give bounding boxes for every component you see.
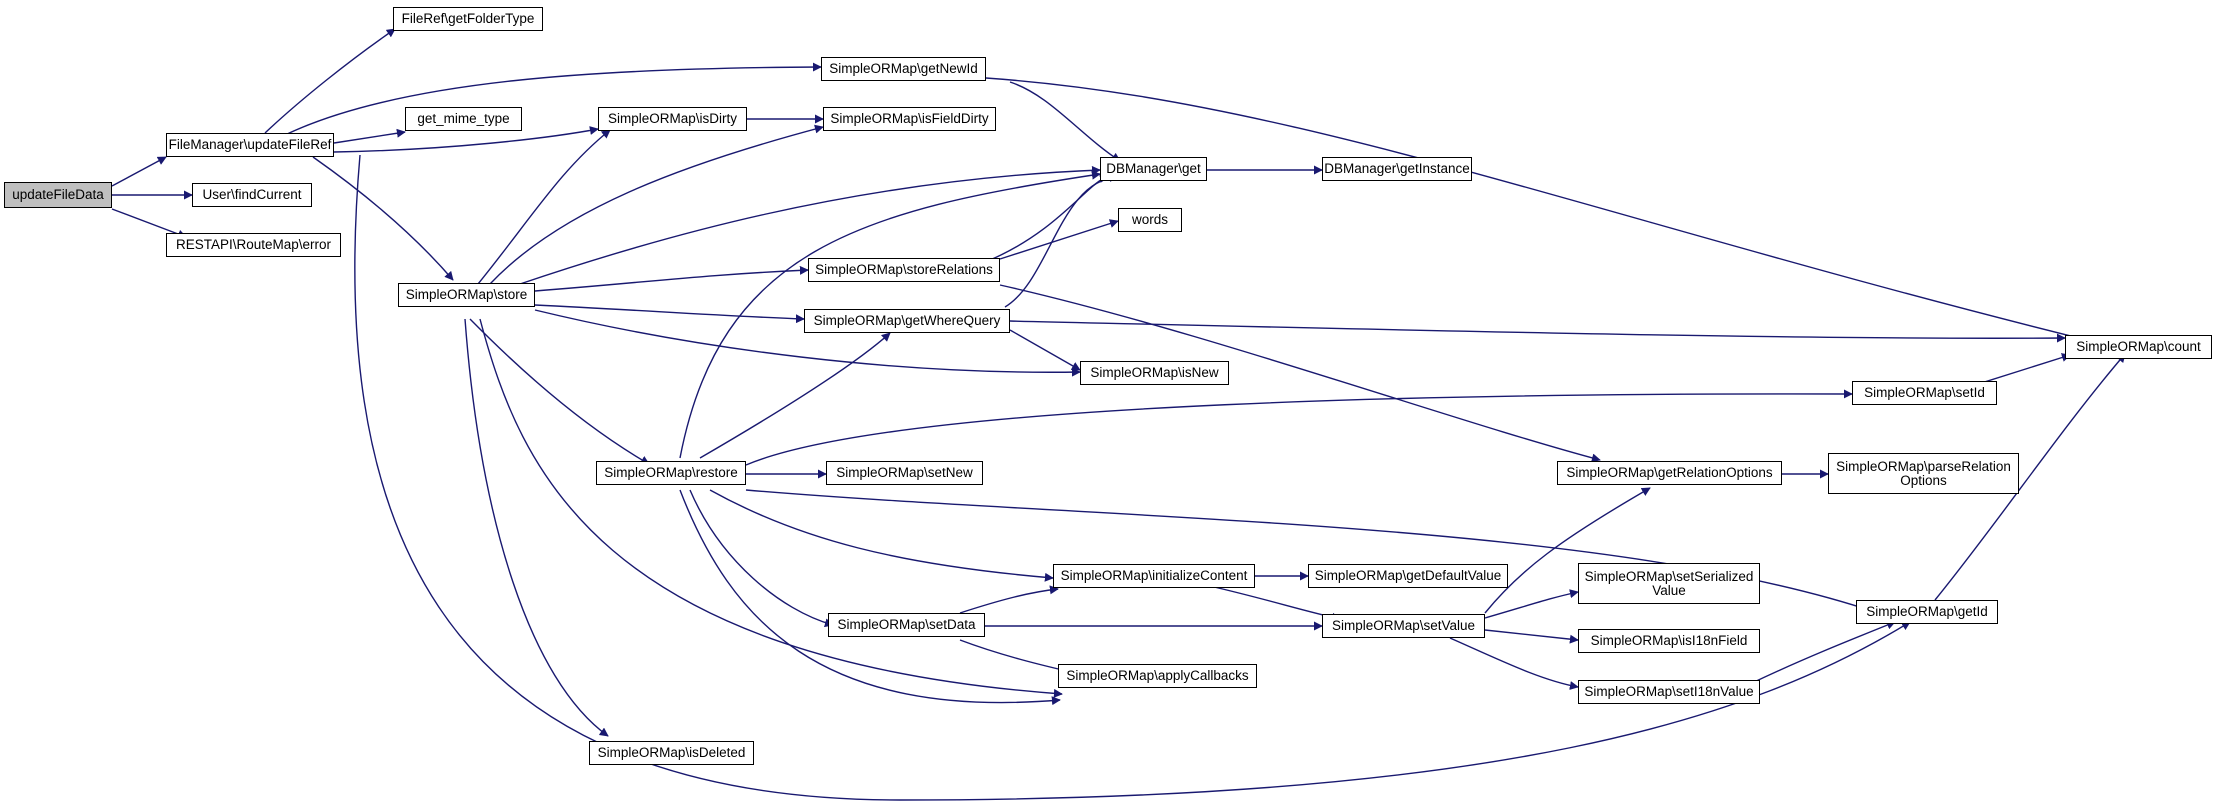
- edge-getWhereQuery-dbget: [1004, 172, 1119, 308]
- node-SimpleORMap-setId[interactable]: SimpleORMap\setId: [1852, 381, 1997, 405]
- edge-updateFileRef-getNewId: [284, 62, 822, 136]
- node-User-findCurrent[interactable]: User\findCurrent: [192, 183, 312, 207]
- edge-setValue-isI18nField: [1484, 629, 1579, 644]
- edge-restore-getWhereQuery: [699, 332, 891, 459]
- edge-updateFileData-routemap-error: [111, 208, 187, 239]
- edge-getNewId-count: [985, 77, 2096, 345]
- edge-store-isFieldDirty: [489, 124, 824, 285]
- node-DBManager-get[interactable]: DBManager\get: [1100, 157, 1207, 181]
- node-SimpleORMap-getRelationOptions[interactable]: SimpleORMap\getRelationOptions: [1557, 461, 1782, 485]
- edge-store-isNew: [534, 309, 1081, 377]
- edge-getNewId-dbget: [1009, 81, 1121, 162]
- edge-storeRelations-getRelationOptions: [999, 284, 1601, 463]
- edge-restore-setId: [745, 389, 1853, 466]
- edge-setId-count: [1974, 353, 2071, 386]
- node-get_mime_type[interactable]: get_mime_type: [405, 107, 522, 131]
- edge-store-isDirty: [477, 129, 611, 285]
- node-words[interactable]: words: [1118, 208, 1182, 232]
- node-DBManager-getInstance[interactable]: DBManager\getInstance: [1322, 157, 1472, 181]
- edge-store-getWhereQuery: [534, 304, 805, 324]
- node-SimpleORMap-isDirty[interactable]: SimpleORMap\isDirty: [598, 107, 747, 131]
- edge-updateFileRef-store: [312, 156, 454, 281]
- edge-storeRelations-words: [999, 219, 1119, 260]
- edge-setI18nValue-getId: [1749, 620, 1896, 685]
- node-SimpleORMap-restore[interactable]: SimpleORMap\restore: [596, 461, 746, 485]
- edge-store-applyCallbacks: [479, 318, 1063, 698]
- edge-getWhereQuery-isNew: [1009, 329, 1081, 371]
- node-SimpleORMap-parseRelationOptions[interactable]: SimpleORMap\parseRelation Options: [1828, 453, 2019, 494]
- node-SimpleORMap-getWhereQuery[interactable]: SimpleORMap\getWhereQuery: [804, 309, 1010, 333]
- edge-store-storeRelations: [534, 265, 809, 292]
- node-SimpleORMap-setI18nValue[interactable]: SimpleORMap\setI18nValue: [1578, 680, 1760, 704]
- node-SimpleORMap-isFieldDirty[interactable]: SimpleORMap\isFieldDirty: [823, 107, 996, 131]
- edge-store-dbget: [519, 165, 1101, 285]
- node-SimpleORMap-initializeContent[interactable]: SimpleORMap\initializeContent: [1053, 564, 1255, 588]
- node-SimpleORMap-applyCallbacks[interactable]: SimpleORMap\applyCallbacks: [1058, 664, 1257, 688]
- edge-updateFileData-updateFileRef: [111, 156, 167, 187]
- edge-updateFileRef-get_mime_type: [333, 128, 406, 144]
- node-SimpleORMap-getId[interactable]: SimpleORMap\getId: [1856, 600, 1998, 624]
- node-SimpleORMap-isNew[interactable]: SimpleORMap\isNew: [1080, 361, 1229, 385]
- node-SimpleORMap-isI18nField[interactable]: SimpleORMap\isI18nField: [1578, 629, 1760, 653]
- node-FileRef-getFolderType[interactable]: FileRef\getFolderType: [393, 7, 543, 31]
- edge-getId-count: [1934, 353, 2126, 601]
- edge-setValue-setI18nValue: [1449, 637, 1579, 690]
- node-FileManager-updateFileRef[interactable]: FileManager\updateFileRef: [166, 133, 334, 157]
- node-SimpleORMap-getNewId[interactable]: SimpleORMap\getNewId: [821, 57, 986, 81]
- node-SimpleORMap-store[interactable]: SimpleORMap\store: [398, 283, 535, 307]
- node-SimpleORMap-setNew[interactable]: SimpleORMap\setNew: [826, 461, 983, 485]
- node-SimpleORMap-setSerializedValue[interactable]: SimpleORMap\setSerialized Value: [1578, 563, 1760, 604]
- edge-restore-initializeContent: [709, 489, 1054, 582]
- edge-updateFileRef-isDirty: [333, 126, 599, 153]
- node-SimpleORMap-count[interactable]: SimpleORMap\count: [2065, 335, 2212, 359]
- node-SimpleORMap-setValue[interactable]: SimpleORMap\setValue: [1322, 614, 1485, 638]
- edge-setData-initializeContent: [959, 585, 1059, 614]
- edge-getWhereQuery-count: [1009, 320, 2066, 343]
- edge-restore-setData: [689, 489, 834, 628]
- edge-restore-dbget: [679, 170, 1101, 459]
- edge-setValue-setSerialized: [1484, 589, 1579, 619]
- node-SimpleORMap-setData[interactable]: SimpleORMap\setData: [828, 613, 985, 637]
- edge-store-isDeleted: [464, 318, 609, 737]
- node-SimpleORMap-storeRelations[interactable]: SimpleORMap\storeRelations: [808, 258, 1000, 282]
- node-RESTAPI-RouteMap-error[interactable]: RESTAPI\RouteMap\error: [166, 233, 341, 257]
- node-SimpleORMap-getDefaultValue[interactable]: SimpleORMap\getDefaultValue: [1308, 564, 1508, 588]
- edge-restore-applyCallbacks: [679, 489, 1061, 706]
- edge-updateFileRef-getId: [354, 154, 1911, 801]
- node-SimpleORMap-isDeleted[interactable]: SimpleORMap\isDeleted: [589, 741, 754, 765]
- node-updateFileData[interactable]: updateFileData: [4, 182, 112, 208]
- edge-store-restore: [469, 318, 650, 465]
- edge-updateFileRef-getFolderType: [264, 28, 396, 134]
- edge-setValue-getRelationOptions: [1484, 487, 1651, 614]
